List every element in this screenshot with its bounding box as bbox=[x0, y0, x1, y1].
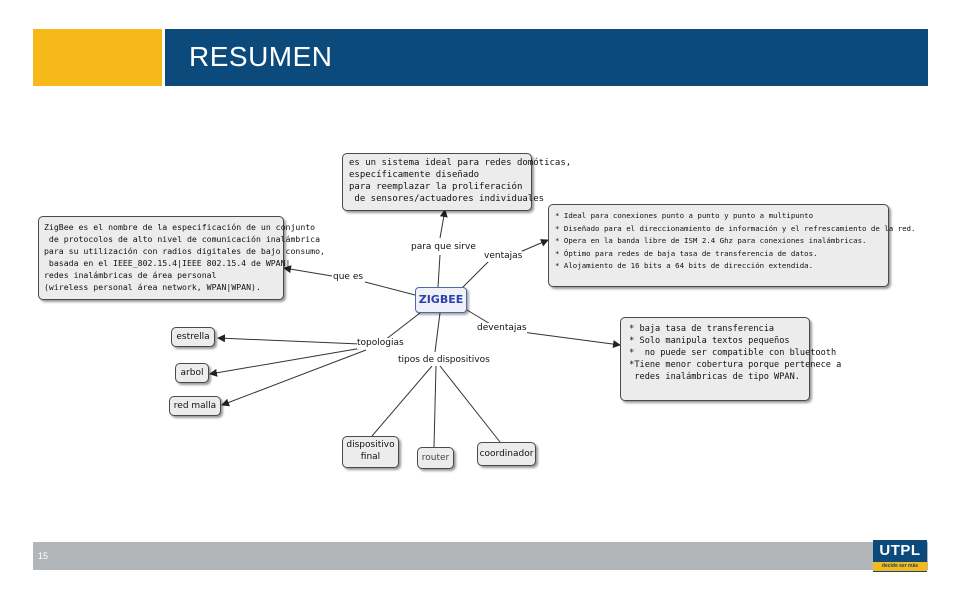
arrow-to-deventajas-box bbox=[521, 331, 621, 349]
box-line: * Ideal para conexiones punto a punto y … bbox=[555, 211, 814, 220]
link-label-ventajas: ventajas bbox=[484, 251, 523, 262]
box-line: * Diseñado para el direccionamiento de i… bbox=[555, 223, 916, 233]
connector-center-ventajas bbox=[461, 259, 491, 289]
device-coordinador: coordinador bbox=[477, 442, 536, 466]
header-accent-block bbox=[33, 29, 162, 86]
box-line: * Óptimo para redes de baja tasa de tran… bbox=[555, 248, 818, 258]
box-line: (wireless personal área network, WPAN|WP… bbox=[44, 282, 261, 292]
ventajas-box: * Ideal para conexiones punto a punto y … bbox=[548, 204, 916, 287]
box-line: es un sistema ideal para redes domóticas… bbox=[349, 158, 572, 168]
header-bar: RESUMEN bbox=[165, 29, 928, 86]
box-line: *Tiene menor cobertura porque pertenece … bbox=[624, 360, 842, 370]
connector-to-dispositivo-final bbox=[371, 365, 433, 437]
link-label-para-que-sirve: para que sirve bbox=[411, 242, 476, 253]
box-line: * Opera en la banda libre de ISM 2.4 Ghz… bbox=[555, 236, 867, 245]
box-line: redes inalámbricas de tipo WPAN. bbox=[624, 372, 800, 382]
connector-center-tipos bbox=[434, 312, 441, 353]
device-router: router bbox=[417, 447, 454, 469]
page-number: 15 bbox=[38, 551, 49, 561]
connector-to-coordinador bbox=[439, 365, 501, 443]
box-line: de sensores/actuadores individuales bbox=[349, 194, 545, 204]
connector-to-router bbox=[433, 365, 437, 448]
box-line: * Alojamiento de 16 bits a 64 bits de di… bbox=[555, 261, 814, 270]
logo-strip bbox=[873, 562, 927, 571]
que-es-box: ZigBee es el nombre de la especificación… bbox=[38, 216, 325, 300]
box-line: ZigBee es el nombre de la especificación… bbox=[44, 222, 316, 232]
connector-center-topologias bbox=[384, 312, 421, 341]
link-label-que-es: que es bbox=[333, 272, 364, 283]
logo-tagline: decide ser más bbox=[881, 563, 919, 569]
connector-center-que-es bbox=[364, 281, 416, 296]
box-line: basada en el IEEE_802.15.4|IEEE 802.15.4… bbox=[44, 258, 291, 268]
box-line: * no puede ser compatible con bluetooth bbox=[624, 348, 837, 358]
topology-arbol: arbol bbox=[175, 363, 209, 383]
para-que-sirve-box: es un sistema ideal para redes domóticas… bbox=[342, 153, 572, 211]
topology-red-malla: red malla bbox=[169, 396, 221, 416]
link-label-deventajas: deventajas bbox=[477, 323, 527, 334]
box-line: para reemplazar la proliferación bbox=[349, 182, 523, 192]
connector-center-deventajas bbox=[466, 309, 493, 326]
device-label: dispositivo bbox=[346, 440, 395, 450]
box-line: específicamente diseñado bbox=[349, 170, 480, 180]
logo-wordmark: UTPL bbox=[879, 542, 921, 559]
box-line: de protocolos de alto nivel de comunicac… bbox=[44, 234, 321, 244]
topology-estrella: estrella bbox=[171, 327, 215, 347]
deventajas-box: * baja tasa de transferencia * Solo mani… bbox=[620, 317, 842, 401]
zigbee-center-node: ZIGBEE bbox=[415, 287, 467, 313]
connector-center-para-que-sirve bbox=[437, 254, 441, 288]
box-line: para su utilización con radios digitales… bbox=[44, 246, 325, 256]
device-dispositivo-final: dispositivo final bbox=[342, 436, 399, 468]
link-label-topologias: topologias bbox=[357, 338, 404, 349]
arrow-to-para-que-sirve-box bbox=[439, 209, 448, 239]
footer-bar: 15 bbox=[33, 542, 928, 570]
arrow-to-arbol bbox=[209, 347, 363, 377]
arrow-to-ventajas-box bbox=[519, 239, 549, 253]
link-label-tipos-de-dispositivos: tipos de dispositivos bbox=[398, 355, 490, 366]
box-line: redes inalámbricas de área personal bbox=[44, 270, 217, 280]
arrow-to-que-es-box bbox=[283, 265, 333, 277]
arrow-to-red-malla bbox=[221, 349, 367, 407]
utpl-logo: UTPL decide ser más bbox=[873, 540, 927, 572]
box-line: * Solo manipula textos pequeños bbox=[624, 336, 790, 346]
page-title: RESUMEN bbox=[189, 41, 333, 72]
box-line: * baja tasa de transferencia bbox=[624, 324, 775, 334]
arrow-to-estrella bbox=[217, 334, 361, 345]
device-label: final bbox=[360, 452, 381, 462]
